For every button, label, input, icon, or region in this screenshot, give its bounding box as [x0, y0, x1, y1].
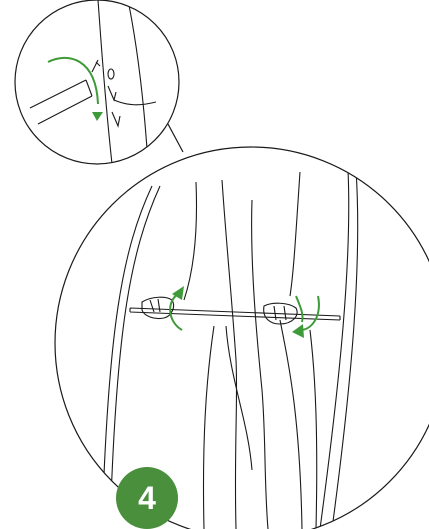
detail-connector-line [168, 124, 183, 152]
step-number: 4 [138, 482, 156, 514]
main-view [55, 147, 429, 529]
detail-view [15, 0, 179, 164]
main-circle [55, 147, 429, 529]
detail-circle [15, 0, 179, 164]
step-badge: 4 [116, 467, 178, 529]
